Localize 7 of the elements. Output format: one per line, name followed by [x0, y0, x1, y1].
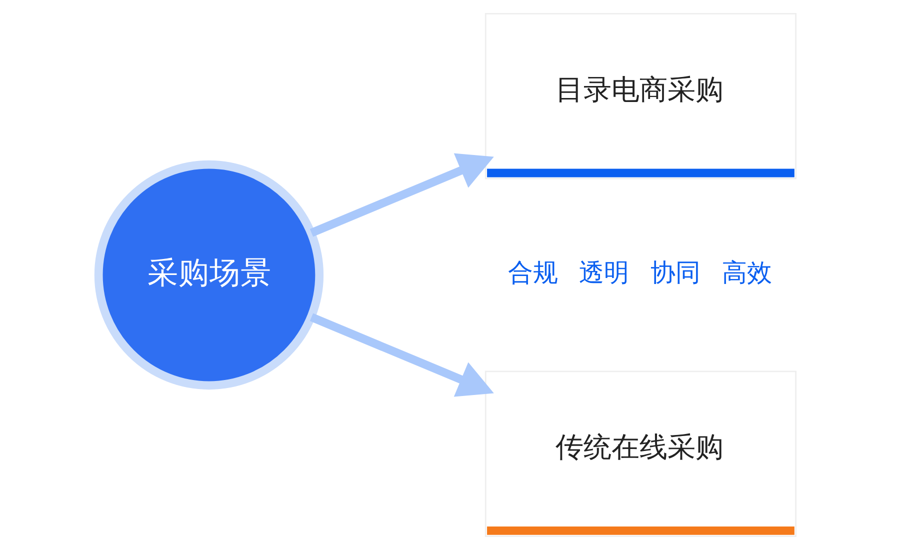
arrow: [310, 313, 494, 397]
node-circle: 采购场景: [94, 160, 324, 390]
label: 合规: [508, 258, 558, 288]
arrow: [310, 153, 494, 237]
label: 高效: [722, 258, 772, 288]
label: 透明: [579, 258, 630, 288]
label: 协同: [650, 258, 701, 288]
